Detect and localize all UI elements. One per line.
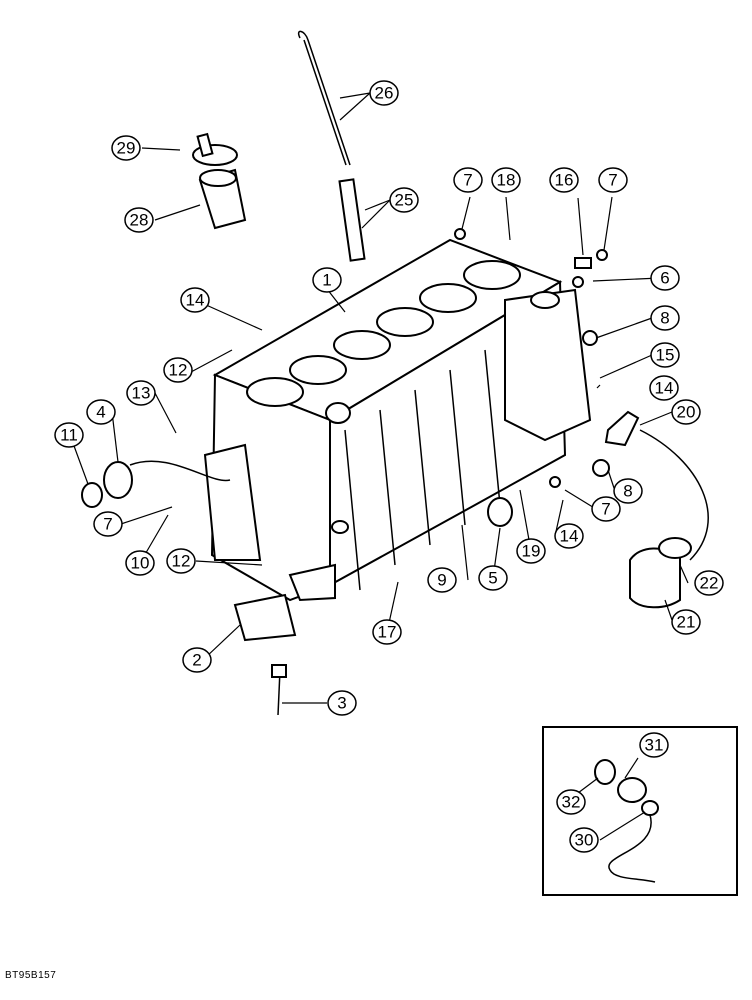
- svg-text:20: 20: [677, 403, 696, 422]
- callout-16: 16: [549, 167, 579, 193]
- svg-text:11: 11: [60, 426, 78, 445]
- svg-text:14: 14: [186, 291, 205, 310]
- svg-text:5: 5: [488, 569, 497, 588]
- svg-text:25: 25: [395, 191, 414, 210]
- svg-text:3: 3: [337, 694, 346, 713]
- svg-text:12: 12: [172, 552, 191, 571]
- svg-text:16: 16: [555, 171, 574, 190]
- callout-14b: 14: [649, 375, 679, 401]
- svg-text:13: 13: [132, 384, 151, 403]
- callout-32: 32: [556, 789, 586, 815]
- callout-14c: 14: [554, 523, 584, 549]
- callout-31: 31: [639, 732, 669, 758]
- cylinder-block: [203, 238, 592, 602]
- svg-text:21: 21: [677, 613, 696, 632]
- drawing-code: BT95B157: [5, 970, 57, 981]
- svg-text:7: 7: [608, 171, 617, 190]
- callout-19: 19: [516, 538, 546, 564]
- callout-30: 30: [569, 827, 599, 853]
- svg-text:18: 18: [497, 171, 516, 190]
- svg-text:32: 32: [562, 793, 581, 812]
- callout-25: 25: [389, 187, 419, 213]
- dipstick: [297, 30, 366, 262]
- callout-1: 1: [312, 267, 342, 293]
- svg-text:7: 7: [601, 500, 610, 519]
- svg-text:29: 29: [117, 139, 136, 158]
- svg-text:19: 19: [522, 542, 541, 561]
- svg-text:30: 30: [575, 831, 594, 850]
- callout-4: 4: [86, 399, 116, 425]
- svg-text:6: 6: [660, 269, 669, 288]
- callout-22: 22: [694, 570, 724, 596]
- callout-12b: 12: [166, 548, 196, 574]
- callout-14a: 14: [180, 287, 210, 313]
- callout-29: 29: [111, 135, 141, 161]
- callout-9: 9: [427, 567, 457, 593]
- callout-8b: 8: [613, 478, 643, 504]
- callout-26: 26: [369, 80, 399, 106]
- callout-10: 10: [125, 550, 155, 576]
- svg-text:9: 9: [437, 571, 446, 590]
- callout-7d: 7: [591, 496, 621, 522]
- svg-text:15: 15: [656, 346, 675, 365]
- callout-7b: 7: [598, 167, 628, 193]
- callout-5: 5: [478, 565, 508, 591]
- svg-text:14: 14: [560, 527, 579, 546]
- svg-text:8: 8: [660, 309, 669, 328]
- callout-2: 2: [182, 647, 212, 673]
- svg-text:26: 26: [375, 84, 394, 103]
- callout-21: 21: [671, 609, 701, 635]
- svg-text:31: 31: [645, 736, 664, 755]
- svg-text:14: 14: [655, 379, 674, 398]
- callout-20: 20: [671, 399, 701, 425]
- svg-text:10: 10: [131, 554, 150, 573]
- oil-filler: [192, 132, 247, 230]
- svg-text:7: 7: [103, 515, 112, 534]
- callout-13: 13: [126, 380, 156, 406]
- svg-text:1: 1: [322, 271, 331, 290]
- callout-17: 17: [372, 619, 402, 645]
- svg-text:8: 8: [623, 482, 632, 501]
- leader-lines: [69, 92, 689, 841]
- svg-text:12: 12: [169, 361, 188, 380]
- svg-text:4: 4: [96, 403, 105, 422]
- svg-text:17: 17: [378, 623, 397, 642]
- callout-11: 11: [54, 422, 84, 448]
- svg-text:22: 22: [700, 574, 719, 593]
- svg-text:28: 28: [130, 211, 149, 230]
- callout-12a: 12: [163, 357, 193, 383]
- callout-15: 15: [650, 342, 680, 368]
- svg-text:2: 2: [192, 651, 201, 670]
- small-parts: [81, 228, 709, 716]
- callouts: 1 2 3 4 5 6 7 7 7 7 7 8 8 9 10 11 12 12 …: [54, 80, 724, 853]
- svg-text:7: 7: [463, 171, 472, 190]
- callout-6: 6: [650, 265, 680, 291]
- callout-18: 18: [491, 167, 521, 193]
- callout-28: 28: [124, 207, 154, 233]
- callout-3: 3: [327, 690, 357, 716]
- callout-7a: 7: [453, 167, 483, 193]
- callout-8a: 8: [650, 305, 680, 331]
- callout-7c: 7: [93, 511, 123, 537]
